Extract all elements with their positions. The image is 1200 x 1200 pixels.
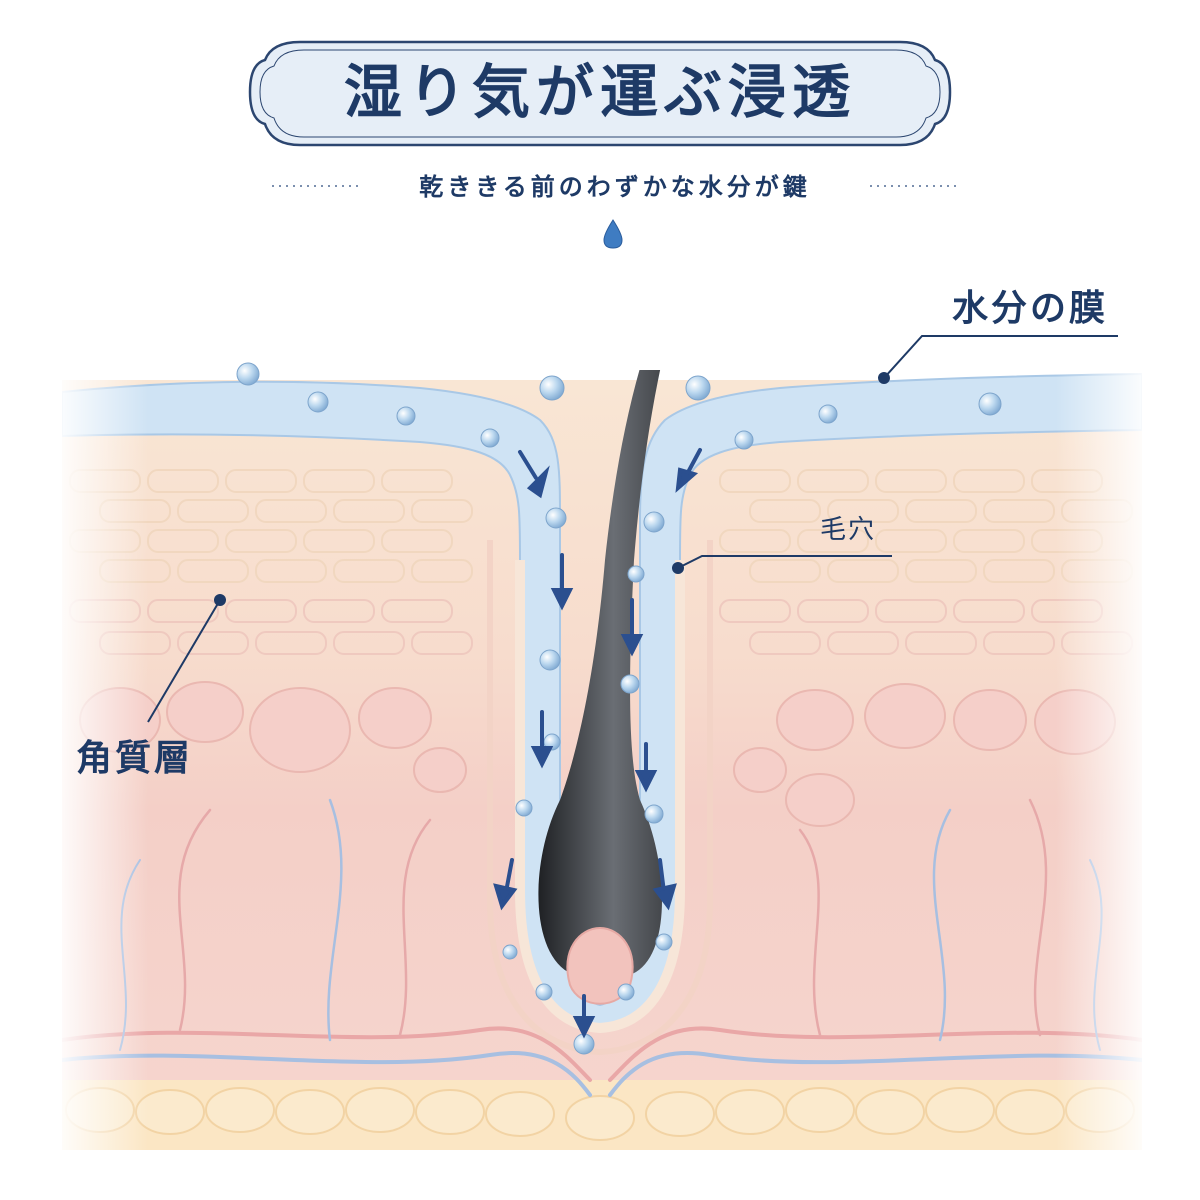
water-bubbles <box>236 362 1002 1055</box>
water-bubble-icon <box>480 428 500 448</box>
water-bubble-icon <box>539 375 565 401</box>
down-arrow-icon <box>493 858 518 911</box>
water-bubble-icon <box>818 404 838 424</box>
water-bubble-icon <box>643 511 665 533</box>
water-drop-icon <box>603 219 623 249</box>
callout-stratum-corneum: 角質層 <box>76 594 226 779</box>
water-bubble-icon <box>734 430 754 450</box>
label-stratum-corneum: 角質層 <box>76 737 193 779</box>
water-bubble-icon <box>307 391 329 413</box>
water-bubble-icon <box>502 944 518 960</box>
page-title: 湿り気が運ぶ浸透 <box>344 58 856 126</box>
water-bubble-icon <box>515 799 533 817</box>
flow-arrows <box>493 448 702 1039</box>
water-bubble-icon <box>620 674 640 694</box>
water-bubble-icon <box>685 375 711 401</box>
water-bubble-icon <box>978 392 1002 416</box>
down-arrow-icon <box>518 450 550 499</box>
water-bubble-icon <box>539 649 561 671</box>
down-arrow-icon <box>530 710 554 769</box>
down-arrow-icon <box>652 858 677 911</box>
water-bubble-icon <box>396 406 416 426</box>
skin-cross-section <box>62 370 1142 1150</box>
down-arrow-icon <box>572 994 596 1039</box>
water-bubble-icon <box>655 933 673 951</box>
water-bubble-icon <box>627 565 645 583</box>
water-bubble-icon <box>236 362 260 386</box>
label-pore: 毛穴 <box>820 515 876 545</box>
title-banner: 湿り気が運ぶ浸透 <box>248 40 952 147</box>
page-subtitle: 乾ききる前のわずかな水分が鍵 <box>419 172 811 201</box>
callout-moisture-film: 水分の膜 <box>878 287 1118 384</box>
water-bubble-icon <box>617 983 635 1001</box>
water-bubble-icon <box>644 804 664 824</box>
water-bubble-icon <box>545 507 567 529</box>
callout-pore: 毛穴 <box>672 515 892 574</box>
subtitle-row: 乾ききる前のわずかな水分が鍵 <box>272 172 960 201</box>
label-moisture-film: 水分の膜 <box>952 287 1108 329</box>
down-arrow-icon <box>675 448 702 493</box>
down-arrow-icon <box>620 598 644 657</box>
down-arrow-icon <box>550 553 574 611</box>
water-bubble-icon <box>535 983 553 1001</box>
down-arrow-icon <box>634 742 658 793</box>
